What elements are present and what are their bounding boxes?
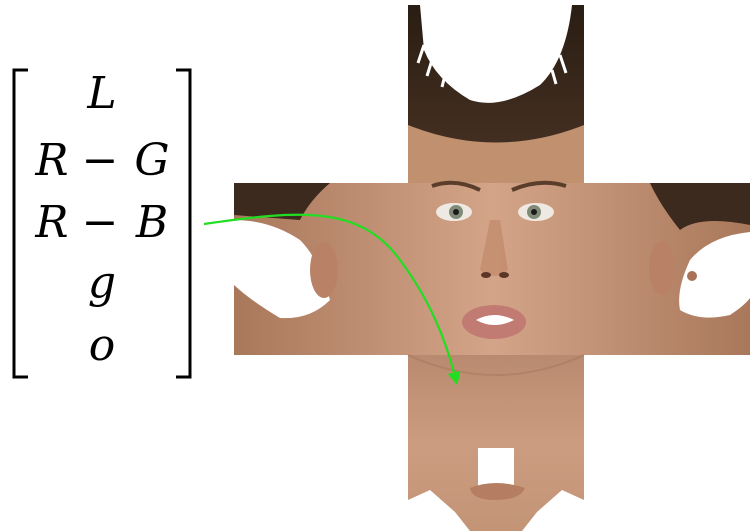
left-ear [310, 242, 338, 298]
vector-entry-minus1: − [82, 135, 119, 186]
texture-bottom-piece [408, 355, 584, 531]
vector-entry-g: g [88, 257, 116, 308]
vector-entry-L: L [86, 68, 116, 119]
vector-entry-R1: R [34, 135, 68, 186]
mouth [462, 305, 526, 339]
vector-entry-minus2: − [82, 197, 119, 248]
face-texture-map [234, 5, 750, 531]
vector-entry-o: o [89, 320, 116, 371]
right-eye [518, 203, 554, 221]
left-bracket [14, 70, 28, 377]
texture-middle-band [234, 183, 750, 355]
texture-top-piece [408, 5, 584, 183]
neck-hole [478, 448, 514, 488]
vector-entry-R2: R [34, 197, 68, 248]
right-ear [649, 241, 675, 295]
feature-vector: L R − G R − B g o [14, 68, 190, 377]
left-eye [436, 203, 472, 221]
vector-entry-B: B [135, 197, 168, 248]
right-bracket [176, 70, 190, 377]
vector-entry-G: G [134, 135, 169, 186]
